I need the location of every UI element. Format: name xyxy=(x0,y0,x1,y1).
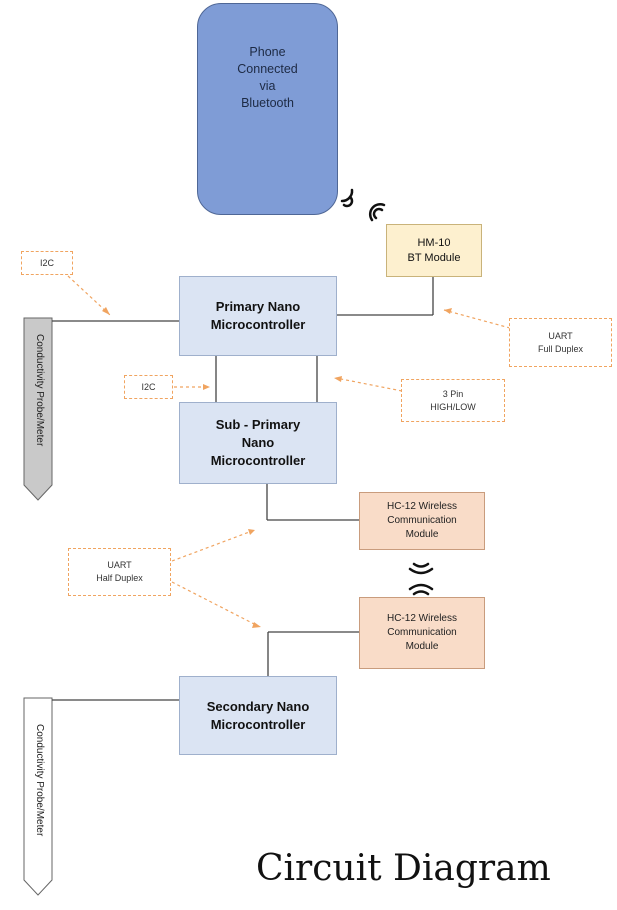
arrow-3pin xyxy=(335,377,403,392)
probe-top-label: Conductivity Probe/Meter xyxy=(34,334,45,447)
uart-half-line1: UART xyxy=(107,560,132,570)
phone-line-2: Connected xyxy=(237,62,298,76)
hm10-line1: HM-10 xyxy=(417,236,451,249)
wireless-signal-icon xyxy=(408,562,434,596)
phone-line-3: via xyxy=(259,79,276,93)
sub-primary-nano-box: Sub - Primary Nano Microcontroller xyxy=(179,402,337,484)
arrowhead-uart-half-down xyxy=(252,622,261,628)
arrow-uart-half-down xyxy=(171,581,259,627)
hc12-bottom-line2: Communication xyxy=(387,627,457,638)
primary-nano-box: Primary Nano Microcontroller xyxy=(179,276,337,356)
hm10-line2: BT Module xyxy=(407,251,461,264)
secondary-line2: Microcontroller xyxy=(210,716,306,732)
label-uart-full-duplex: UART Full Duplex xyxy=(509,318,612,367)
phone-box: Phone Connected via Bluetooth xyxy=(197,3,338,215)
probe-bottom-label: Conductivity Probe/Meter xyxy=(34,724,45,837)
uart-full-line2: Full Duplex xyxy=(537,343,584,354)
label-i2c-top-text: I2C xyxy=(39,257,54,268)
arrow-i2c-top xyxy=(67,275,111,316)
label-i2c-top: I2C xyxy=(21,251,73,275)
hc12-bottom-line3: Module xyxy=(405,641,439,652)
arrowhead-3pin xyxy=(334,376,342,382)
caption: Circuit Diagram xyxy=(256,848,551,889)
phone-line-4: Bluetooth xyxy=(241,96,294,110)
primary-line2: Microcontroller xyxy=(210,317,306,332)
hc12-top-line2: Communication xyxy=(387,515,457,526)
secondary-nano-box: Secondary Nano Microcontroller xyxy=(179,676,337,755)
label-i2c-mid: I2C xyxy=(124,375,173,399)
label-3pin: 3 Pin HIGH/LOW xyxy=(401,379,505,422)
bluetooth-signal-icon xyxy=(340,188,386,222)
uart-half-line2: Half Duplex xyxy=(96,573,143,583)
pin-line1: 3 Pin xyxy=(442,388,464,399)
probe-bottom-shape xyxy=(23,697,53,896)
sub-primary-line2: Nano xyxy=(241,435,275,450)
hc12-top-line3: Module xyxy=(405,529,439,540)
hm10-box: HM-10 BT Module xyxy=(386,224,482,277)
secondary-line1: Secondary Nano xyxy=(206,698,310,714)
label-i2c-mid-text: I2C xyxy=(141,381,156,392)
hc12-bottom-box: HC-12 Wireless Communication Module xyxy=(359,597,485,669)
probe-top-shape xyxy=(23,317,53,501)
arrowhead-uart-full xyxy=(444,308,452,314)
hc12-top-line1: HC-12 Wireless xyxy=(386,501,457,512)
arrow-uart-half-up xyxy=(171,530,253,562)
arrowhead-i2c-top xyxy=(102,307,110,315)
phone-line-1: Phone xyxy=(249,45,286,59)
label-uart-half-duplex: UART Half Duplex xyxy=(68,548,171,596)
arrow-uart-full xyxy=(443,309,511,329)
arrowhead-i2c-mid xyxy=(203,384,210,390)
primary-line1: Primary Nano xyxy=(215,299,301,314)
arrowhead-uart-half-up xyxy=(248,529,255,535)
sub-primary-line3: Microcontroller xyxy=(210,453,306,468)
uart-full-line1: UART xyxy=(548,330,573,341)
sub-primary-line1: Sub - Primary xyxy=(215,417,301,432)
pin-line2: HIGH/LOW xyxy=(430,401,476,412)
hc12-bottom-line1: HC-12 Wireless xyxy=(386,613,457,624)
hc12-top-box: HC-12 Wireless Communication Module xyxy=(359,492,485,550)
